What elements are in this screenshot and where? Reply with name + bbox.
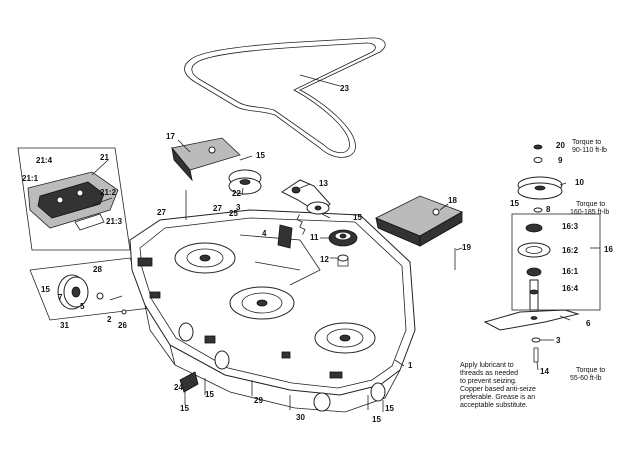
callout-26: 26 — [118, 321, 127, 330]
callout-15-e: 15 — [180, 404, 189, 413]
callout-10: 10 — [575, 178, 584, 187]
callout-27-b: 27 — [157, 208, 166, 217]
callout-27-a: 27 — [213, 204, 222, 213]
callout-21: 21 — [100, 153, 109, 162]
callout-23: 23 — [340, 84, 349, 93]
torque-note-bot-line2: 55-60 ft-lb — [570, 375, 602, 382]
callout-21-1: 21:1 — [22, 174, 39, 183]
spindle-assembly-box-16 — [511, 144, 601, 311]
blade-bolt-14 — [531, 337, 541, 363]
wheel-box-31 — [29, 257, 151, 321]
mower-deck — [129, 209, 416, 413]
bushing-12 — [337, 254, 349, 267]
leader-lines — [91, 74, 600, 371]
drive-belt — [184, 37, 386, 158]
torque-note-top-line2: 90-110 ft-lb — [572, 147, 607, 154]
hardware-bolts — [179, 190, 456, 412]
torque-note-bot-line1: Torque to — [576, 367, 605, 374]
lubricant-note-line4: Copper based anti-seize — [460, 386, 536, 393]
callout-5: 5 — [80, 302, 85, 311]
callout-16: 16 — [604, 245, 613, 254]
torque-notes: Torque to 90-110 ft-lb Torque to 160-185… — [570, 139, 609, 382]
callout-14: 14 — [540, 367, 549, 376]
lubricant-note-line6: acceptable substitute. — [460, 402, 528, 409]
callout-16-3: 16:3 — [562, 222, 579, 231]
pulley-22 — [228, 169, 262, 195]
callout-12: 12 — [320, 255, 329, 264]
torque-note-top-line1: Torque to — [572, 139, 601, 146]
callout-29: 29 — [254, 396, 263, 405]
lubricant-note-line3: to prevent seizing. — [460, 378, 517, 385]
callout-8: 8 — [546, 205, 551, 214]
callout-3-upper: 3 — [236, 203, 241, 212]
callout-15-b: 15 — [353, 213, 362, 222]
lubricant-note-line5: preferable. Grease is an — [460, 394, 535, 401]
callout-22: 22 — [232, 189, 241, 198]
belt-cover-18 — [375, 195, 463, 247]
callout-1: 1 — [408, 361, 413, 370]
guard-box-21 — [17, 147, 131, 251]
callout-15-d: 15 — [205, 390, 214, 399]
lubricant-note-line2: threads as needed — [460, 370, 518, 377]
callout-16-4: 16:4 — [562, 284, 579, 293]
callout-21-2: 21:2 — [100, 188, 117, 197]
lubricant-note: Apply lubricant to threads as needed to … — [460, 362, 536, 409]
belt-cover-17 — [171, 137, 241, 182]
callout-6: 6 — [586, 319, 591, 328]
callout-9: 9 — [558, 156, 563, 165]
callout-3: 3 — [556, 336, 561, 345]
callout-17: 17 — [166, 132, 175, 141]
torque-note-mid-line1: Torque to — [576, 201, 605, 208]
callout-21-3: 21:3 — [106, 217, 123, 226]
callout-30: 30 — [296, 413, 305, 422]
callout-25: 25 — [229, 209, 238, 218]
callout-19: 19 — [462, 243, 471, 252]
callout-16-1: 16:1 — [562, 267, 579, 276]
callout-20: 20 — [556, 141, 565, 150]
callout-31: 31 — [60, 321, 69, 330]
callout-18: 18 — [448, 196, 457, 205]
spring-4 — [277, 214, 306, 249]
callout-15-h: 15 — [510, 199, 519, 208]
callout-15-f: 15 — [385, 404, 394, 413]
callout-15: 15 — [256, 151, 265, 160]
callout-16-2: 16:2 — [562, 246, 579, 255]
callout-4: 4 — [262, 229, 267, 238]
lubricant-note-line1: Apply lubricant to — [460, 362, 514, 369]
pulley-11 — [328, 229, 358, 247]
idler-arm-13 — [281, 179, 331, 215]
torque-note-mid-line2: 160-185 ft-lb — [570, 209, 609, 216]
callout-11: 11 — [310, 233, 319, 242]
callout-7: 7 — [58, 293, 63, 302]
callout-24: 24 — [174, 383, 183, 392]
callout-15-c: 15 — [41, 285, 50, 294]
callout-15-g: 15 — [372, 415, 381, 424]
blade-6 — [483, 309, 580, 331]
callout-28: 28 — [93, 265, 102, 274]
callout-21-4: 21:4 — [36, 156, 53, 165]
callout-labels: 23 21 21:4 21:1 21:2 21:3 17 15 22 13 3 … — [22, 84, 613, 424]
callout-2: 2 — [107, 315, 112, 324]
callout-13: 13 — [319, 179, 328, 188]
